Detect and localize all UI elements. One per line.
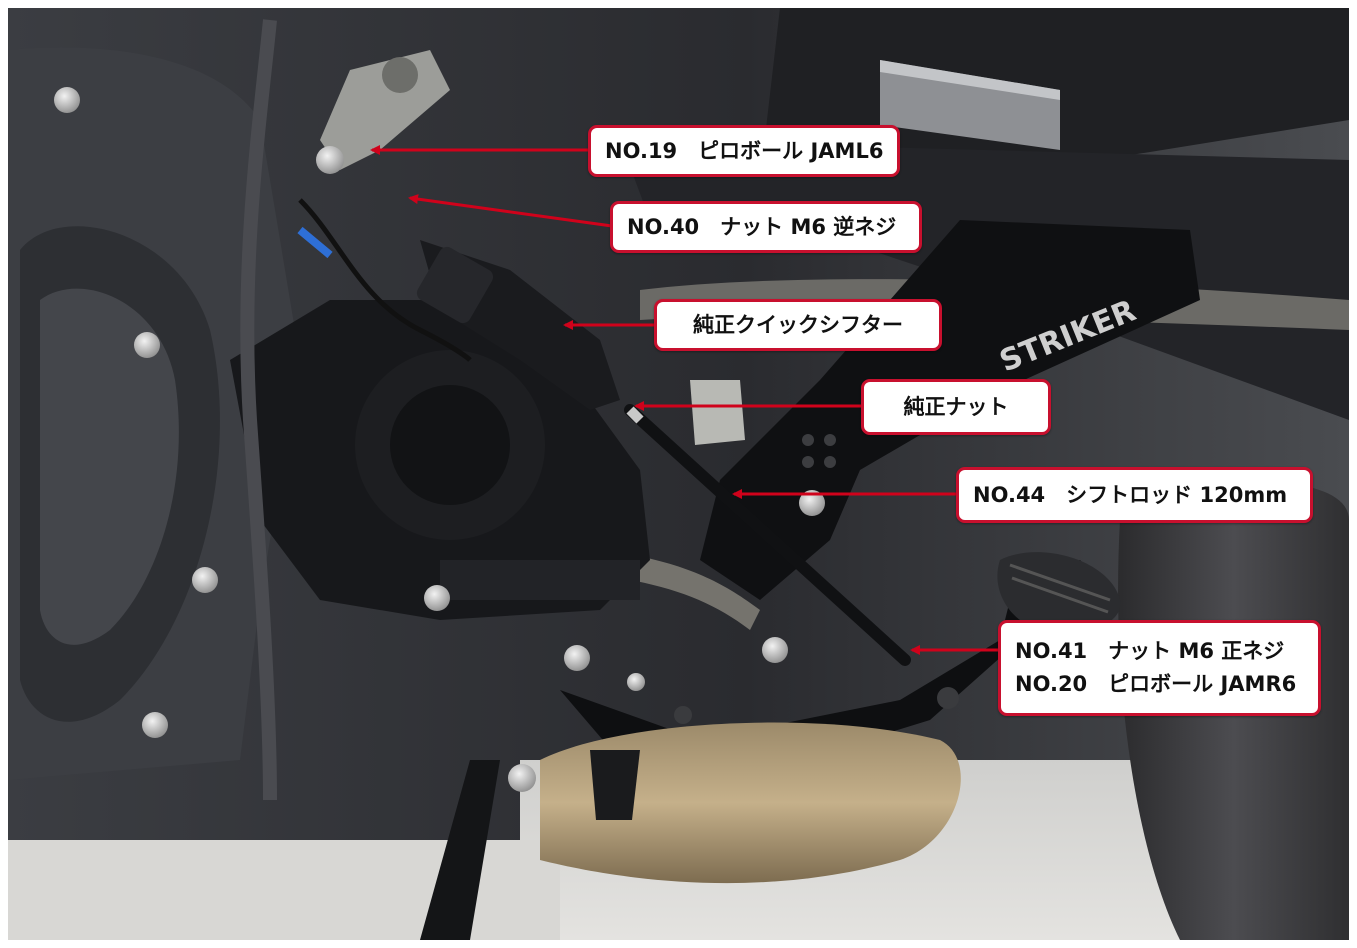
callout-text: 純正ナット (903, 394, 1009, 419)
callout-text-no20: NO.20 ピロボール JAMR6 (1015, 672, 1297, 696)
callout-text-no41: NO.41 ナット M6 正ネジ (1015, 639, 1285, 663)
callout-text: NO.40 ナット M6 逆ネジ (627, 214, 897, 239)
callout-text: 純正クイックシフター (693, 312, 903, 337)
callout-arrows (370, 145, 1000, 655)
callout-no41-no20: NO.41 ナット M6 正ネジ NO.20 ピロボール JAMR6 (998, 620, 1321, 716)
arrow-c2 (408, 194, 613, 228)
callout-oem-quick-shifter: 純正クイックシフター (654, 299, 942, 351)
callout-oem-nut: 純正ナット (861, 379, 1051, 435)
callout-text: NO.19 ピロボール JAML6 (605, 138, 884, 163)
callout-no44-shift-rod: NO.44 シフトロッド 120mm (956, 467, 1313, 523)
callout-no40-nut-reverse-thread: NO.40 ナット M6 逆ネジ (610, 201, 922, 253)
callout-text: NO.44 シフトロッド 120mm (973, 482, 1288, 507)
callout-no19-pillow-ball: NO.19 ピロボール JAML6 (588, 125, 900, 177)
